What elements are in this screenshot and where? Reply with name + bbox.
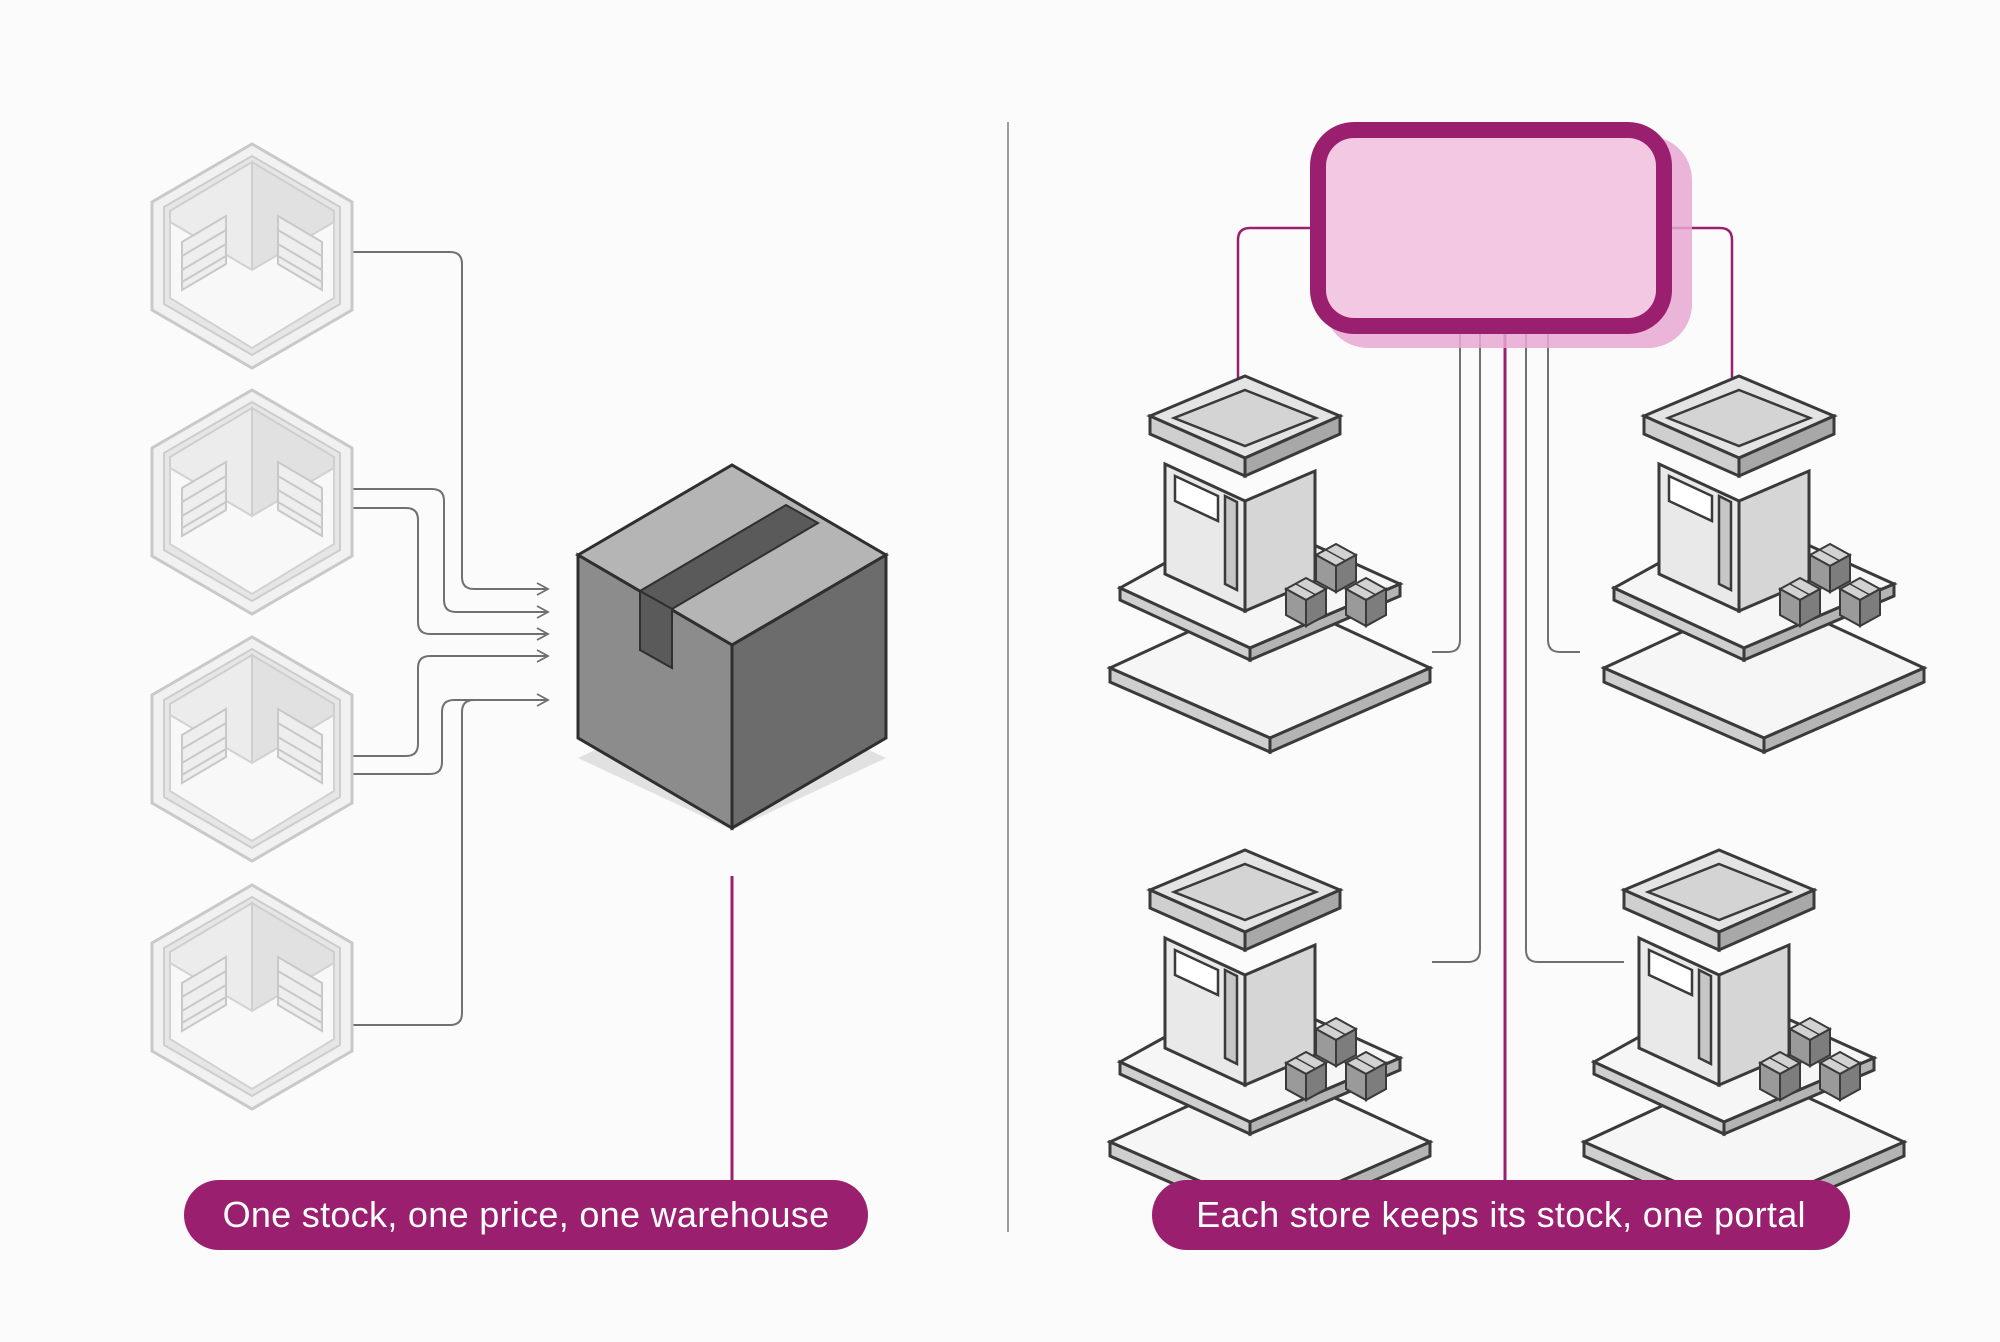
store-3 (1110, 850, 1430, 1226)
cardboard-box-icon (575, 463, 889, 831)
shop-room-icon (150, 883, 354, 1111)
room-connectors (352, 251, 550, 1026)
store-with-boxes-icon (1110, 376, 1430, 752)
store-2 (1604, 376, 1924, 752)
store-with-boxes-icon (1110, 850, 1430, 1226)
shop-room-icon (150, 388, 354, 616)
store-with-boxes-icon (1604, 376, 1924, 752)
left-caption-text: One stock, one price, one warehouse (222, 1194, 830, 1235)
shop-room-2 (150, 388, 354, 616)
store-4 (1584, 850, 1904, 1226)
shop-room-icon (150, 142, 354, 370)
shop-room-1 (150, 142, 354, 370)
left-caption-pill: One stock, one price, one warehouse (184, 1180, 868, 1250)
store-with-boxes-icon (1584, 850, 1904, 1226)
right-caption-text: Each store keeps its stock, one portal (1196, 1194, 1806, 1235)
store-1 (1110, 376, 1430, 752)
portal-connectors (1236, 226, 1734, 1182)
right-caption-pill: Each store keeps its stock, one portal (1152, 1180, 1850, 1250)
portal-screen-icon (1310, 122, 1692, 348)
shop-room-3 (150, 635, 354, 863)
shop-room-4 (150, 883, 354, 1111)
shop-room-icon (150, 635, 354, 863)
